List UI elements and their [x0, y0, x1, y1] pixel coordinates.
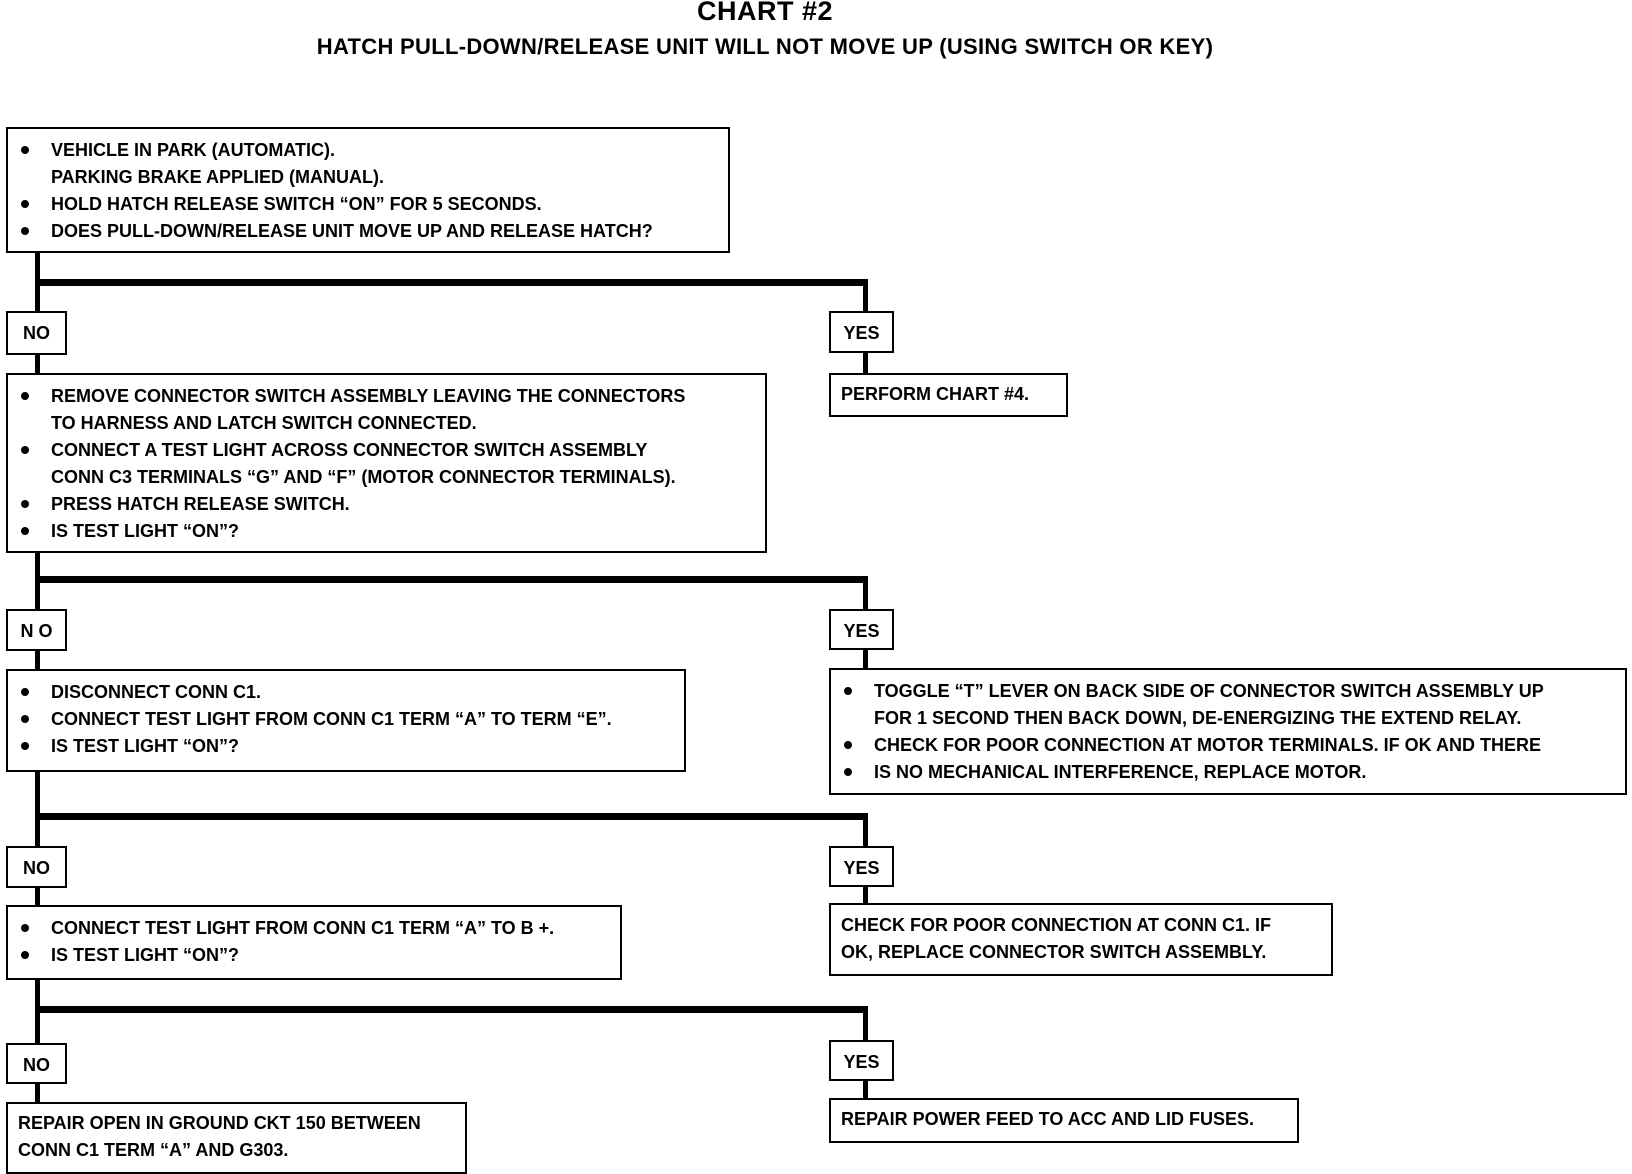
no-label: NO	[6, 311, 67, 355]
no-label: N O	[6, 609, 67, 651]
result-toggle-lever-box: TOGGLE “T” LEVER ON BACK SIDE OF CONNECT…	[829, 668, 1627, 795]
step-2-line-6: IS TEST LIGHT “ON”?	[18, 518, 753, 545]
step-2-box: REMOVE CONNECTOR SWITCH ASSEMBLY LEAVING…	[6, 373, 767, 553]
step-2-line-2: TO HARNESS AND LATCH SWITCH CONNECTED.	[51, 413, 477, 433]
step-1-box: VEHICLE IN PARK (AUTOMATIC). PARKING BRA…	[6, 127, 730, 253]
yes-label: YES	[829, 311, 894, 353]
step-2-line-3: CONNECT A TEST LIGHT ACROSS CONNECTOR SW…	[18, 437, 753, 464]
step-1-line-1: VEHICLE IN PARK (AUTOMATIC).	[18, 137, 716, 164]
connector-line	[863, 1081, 868, 1098]
result-toggle-lever-list: TOGGLE “T” LEVER ON BACK SIDE OF CONNECT…	[841, 678, 1613, 786]
step-1-list: VEHICLE IN PARK (AUTOMATIC). PARKING BRA…	[18, 137, 716, 245]
result-repair-power-feed-text: REPAIR POWER FEED TO ACC AND LID FUSES.	[841, 1109, 1255, 1129]
step-2-line-1: REMOVE CONNECTOR SWITCH ASSEMBLY LEAVING…	[18, 383, 753, 410]
step-4-list: CONNECT TEST LIGHT FROM CONN C1 TERM “A”…	[18, 915, 608, 969]
chart-title: CHART #2	[696, 0, 834, 26]
connector-line	[35, 1006, 868, 1013]
connector-line	[863, 1006, 868, 1040]
connector-line	[35, 888, 40, 905]
step-4-box: CONNECT TEST LIGHT FROM CONN C1 TERM “A”…	[6, 905, 622, 980]
connector-line	[35, 243, 40, 311]
result-check-conn-c1-box: CHECK FOR POOR CONNECTION AT CONN C1. IF…	[829, 903, 1333, 976]
connector-line	[863, 887, 868, 904]
connector-line	[35, 1084, 40, 1102]
yes-label: YES	[829, 609, 894, 650]
result-repair-ground-line-1: REPAIR OPEN IN GROUND CKT 150 BETWEEN	[18, 1113, 421, 1133]
step-1-line-3: HOLD HATCH RELEASE SWITCH “ON” FOR 5 SEC…	[18, 191, 716, 218]
connector-line	[35, 355, 40, 375]
chart-subtitle: HATCH PULL-DOWN/RELEASE UNIT WILL NOT MO…	[316, 34, 1214, 59]
step-3-line-2: CONNECT TEST LIGHT FROM CONN C1 TERM “A”…	[18, 706, 672, 733]
result-repair-ground-box: REPAIR OPEN IN GROUND CKT 150 BETWEEN CO…	[6, 1102, 467, 1174]
no-label: NO	[6, 846, 67, 888]
result-check-conn-c1-line-1: CHECK FOR POOR CONNECTION AT CONN C1. IF	[841, 915, 1272, 935]
result-toggle-line-2: FOR 1 SECOND THEN BACK DOWN, DE-ENERGIZI…	[874, 708, 1522, 728]
step-1-line-2: PARKING BRAKE APPLIED (MANUAL).	[51, 167, 384, 187]
step-3-box: DISCONNECT CONN C1. CONNECT TEST LIGHT F…	[6, 669, 686, 772]
connector-line	[35, 813, 868, 820]
step-4-line-2: IS TEST LIGHT “ON”?	[18, 942, 608, 969]
step-2-line-5: PRESS HATCH RELEASE SWITCH.	[18, 491, 753, 518]
connector-line	[35, 651, 40, 670]
yes-label: YES	[829, 1040, 894, 1081]
result-toggle-line-4: IS NO MECHANICAL INTERFERENCE, REPLACE M…	[841, 759, 1613, 786]
step-2-list: REMOVE CONNECTOR SWITCH ASSEMBLY LEAVING…	[18, 383, 753, 545]
step-1-line-4: DOES PULL-DOWN/RELEASE UNIT MOVE UP AND …	[18, 218, 716, 245]
step-3-list: DISCONNECT CONN C1. CONNECT TEST LIGHT F…	[18, 679, 672, 760]
connector-line	[863, 353, 868, 375]
result-repair-ground-line-2: CONN C1 TERM “A” AND G303.	[18, 1140, 289, 1160]
step-3-line-1: DISCONNECT CONN C1.	[18, 679, 672, 706]
connector-line	[863, 279, 868, 311]
connector-line	[35, 771, 40, 846]
result-perform-chart-4-box: PERFORM CHART #4.	[829, 373, 1068, 417]
step-4-line-1: CONNECT TEST LIGHT FROM CONN C1 TERM “A”…	[18, 915, 608, 942]
step-3-line-3: IS TEST LIGHT “ON”?	[18, 733, 672, 760]
result-repair-power-feed-box: REPAIR POWER FEED TO ACC AND LID FUSES.	[829, 1098, 1299, 1143]
connector-line	[863, 813, 868, 846]
no-label: NO	[6, 1043, 67, 1084]
connector-line	[863, 576, 868, 609]
yes-label: YES	[829, 846, 894, 887]
connector-line	[35, 279, 868, 286]
result-check-conn-c1-line-2: OK, REPLACE CONNECTOR SWITCH ASSEMBLY.	[841, 942, 1267, 962]
result-perform-chart-4-text: PERFORM CHART #4.	[841, 384, 1030, 404]
result-toggle-line-1: TOGGLE “T” LEVER ON BACK SIDE OF CONNECT…	[841, 678, 1613, 705]
connector-line	[35, 576, 868, 583]
result-toggle-line-3: CHECK FOR POOR CONNECTION AT MOTOR TERMI…	[841, 732, 1613, 759]
step-2-line-4: CONN C3 TERMINALS “G” AND “F” (MOTOR CON…	[51, 467, 676, 487]
connector-line	[863, 650, 868, 670]
